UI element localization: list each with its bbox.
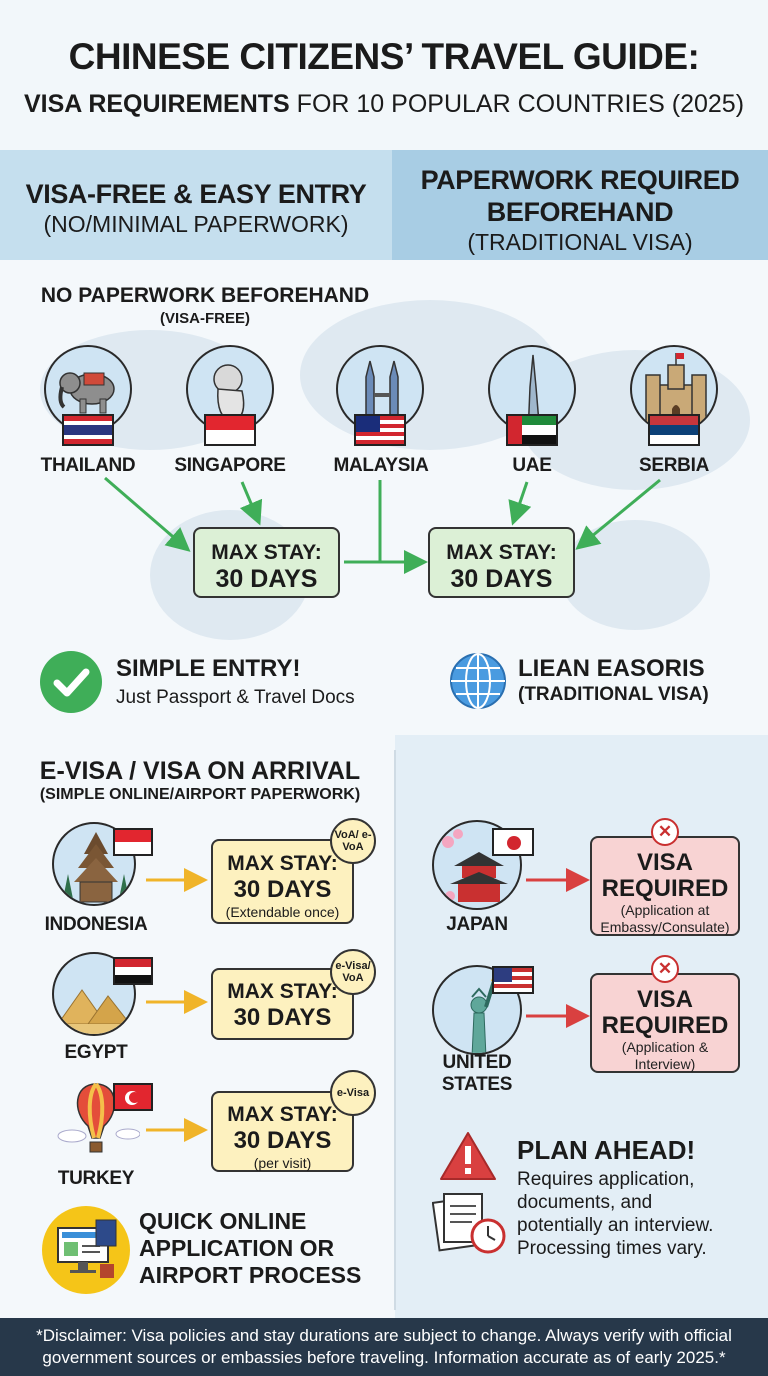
quick-line-3: AIRPORT PROCESS — [139, 1262, 362, 1288]
indonesia-flag-icon — [113, 828, 153, 856]
simple-entry-sub: Just Passport & Travel Docs — [116, 687, 355, 708]
visa-type-badge: e-Visa — [330, 1070, 376, 1116]
globe-sub: (TRADITIONAL VISA) — [518, 684, 709, 705]
malaysia-flag-icon — [354, 414, 406, 446]
country-egypt: EGYPT — [64, 1042, 128, 1063]
turkey-flag-icon — [113, 1083, 153, 1111]
visa-type-badge: e-Visa/ VoA — [330, 949, 376, 995]
max-stay-box-turkey: MAX STAY: 30 DAYS (per visit) — [211, 1091, 354, 1172]
visa-note-2: Embassy/Consulate) — [600, 919, 730, 935]
max-stay-label: MAX STAY: — [227, 1103, 338, 1126]
check-icon — [40, 651, 102, 713]
turkey-balloon-icon — [56, 1080, 141, 1164]
visa-label: VISA — [636, 849, 693, 876]
disclaimer-footer: *Disclaimer: Visa policies and stay dura… — [0, 1318, 768, 1376]
column-sub-left: (NO/MINIMAL PAPERWORK) — [43, 211, 349, 237]
plan-line: Processing times vary. — [517, 1238, 707, 1259]
japan-flag-icon — [492, 828, 534, 856]
simple-entry-title: SIMPLE ENTRY! — [116, 655, 301, 682]
max-stay-box-right: MAX STAY: 30 DAYS — [428, 527, 575, 598]
column-title-left: VISA-FREE & EASY ENTRY — [25, 179, 367, 209]
max-stay-days: 30 DAYS — [233, 1127, 332, 1154]
country-thailand: THAILAND — [40, 455, 136, 476]
max-stay-label: MAX STAY: — [446, 541, 557, 564]
header: CHINESE CITIZENS’ TRAVEL GUIDE: VISA REQ… — [0, 0, 768, 150]
visa-note-1: (Application & — [621, 1039, 709, 1055]
max-stay-box-left: MAX STAY: 30 DAYS — [193, 527, 340, 598]
country-uae: UAE — [512, 455, 552, 476]
country-malaysia: MALAYSIA — [333, 455, 429, 476]
column-title-right-2: BEFOREHAND — [486, 197, 674, 227]
usa-flag-icon — [492, 966, 534, 994]
page-subtitle: VISA REQUIREMENTS FOR 10 POPULAR COUNTRI… — [0, 90, 768, 119]
disclaimer-line-2: government sources or embassies before t… — [42, 1348, 726, 1367]
page-title: CHINESE CITIZENS’ TRAVEL GUIDE: — [68, 36, 700, 77]
column-header-traditional: PAPERWORK REQUIRED BEFOREHAND (TRADITION… — [392, 150, 768, 260]
warning-icon — [438, 1130, 498, 1182]
serbia-flag-icon — [648, 414, 700, 446]
country-turkey: TURKEY — [57, 1168, 135, 1189]
max-stay-days: 30 DAYS — [215, 565, 318, 593]
country-japan: JAPAN — [446, 914, 508, 935]
max-stay-box-indonesia: MAX STAY: 30 DAYS (Extendable once) — [211, 839, 354, 924]
subtitle-bold: VISA REQUIREMENTS — [23, 90, 290, 118]
close-icon: ✕ — [651, 955, 679, 983]
visa-free-arrows — [104, 476, 661, 574]
plan-line: documents, and — [517, 1192, 653, 1213]
max-stay-note: (per visit) — [253, 1155, 312, 1171]
japan-pagoda-icon — [432, 820, 522, 910]
visa-type-badge: VoA/ e-VoA — [330, 818, 376, 864]
country-united-states: UNITED STATES — [441, 1052, 513, 1095]
singapore-flag-icon — [204, 414, 256, 446]
quick-line-2: APPLICATION OR — [139, 1235, 335, 1261]
max-stay-label: MAX STAY: — [227, 980, 338, 1003]
max-stay-days: 30 DAYS — [450, 565, 553, 593]
visa-required-box-usa: VISA REQUIRED (Application & Interview) — [590, 973, 740, 1073]
globe-title: LIEAN EASORIS — [518, 655, 705, 682]
quick-line-1: QUICK ONLINE — [139, 1208, 307, 1234]
evisa-arrows — [146, 868, 208, 1142]
plan-ahead-text: Requires application, documents, and pot… — [517, 1168, 713, 1260]
visa-label: VISA — [636, 986, 693, 1013]
column-title-right-1: PAPERWORK REQUIRED — [420, 165, 740, 195]
plan-ahead-title: PLAN AHEAD! — [517, 1135, 696, 1165]
section-divider — [394, 750, 396, 1310]
quick-online-text: QUICK ONLINE APPLICATION OR AIRPORT PROC… — [139, 1208, 361, 1289]
close-icon: ✕ — [651, 818, 679, 846]
visa-note-1: (Application at — [620, 902, 710, 918]
traditional-arrows — [526, 868, 590, 1028]
required-label: REQUIRED — [601, 875, 729, 902]
uae-flag-icon — [506, 414, 558, 446]
egypt-flag-icon — [113, 957, 153, 985]
globe-icon — [448, 651, 508, 711]
visa-required-box-japan: VISA REQUIRED (Application at Embassy/Co… — [590, 836, 740, 936]
section-heading-evisa: E-VISA / VISA ON ARRIVAL — [39, 757, 361, 785]
required-label: REQUIRED — [601, 1012, 729, 1039]
column-sub-right: (TRADITIONAL VISA) — [467, 229, 693, 255]
section-subheading-evisa: (SIMPLE ONLINE/AIRPORT PAPERWORK) — [39, 786, 361, 803]
malaysia-towers-icon — [336, 345, 424, 433]
max-stay-note: (Extendable once) — [225, 904, 340, 920]
section-subheading-visa-free: (VISA-FREE) — [160, 310, 250, 327]
max-stay-days: 30 DAYS — [233, 876, 332, 903]
country-serbia: SERBIA — [639, 455, 709, 476]
subtitle-rest: FOR 10 POPULAR COUNTRIES (2025) — [289, 90, 745, 118]
max-stay-box-egypt: MAX STAY: 30 DAYS — [211, 968, 354, 1040]
section-heading-visa-free: NO PAPERWORK BEFOREHAND — [40, 284, 370, 307]
plan-line: Requires application, — [517, 1169, 695, 1190]
column-header-visa-free: VISA-FREE & EASY ENTRY (NO/MINIMAL PAPER… — [0, 150, 392, 260]
documents-clock-icon — [431, 1186, 512, 1258]
visa-note-2: Interview) — [634, 1056, 696, 1072]
max-stay-label: MAX STAY: — [211, 541, 322, 564]
country-singapore: SINGAPORE — [174, 455, 286, 476]
plan-line: potentially an interview. — [517, 1215, 714, 1236]
online-application-icon — [42, 1206, 130, 1294]
country-indonesia: INDONESIA — [44, 914, 148, 935]
max-stay-days: 30 DAYS — [233, 1004, 332, 1031]
disclaimer-line-1: *Disclaimer: Visa policies and stay dura… — [36, 1326, 732, 1345]
thailand-flag-icon — [62, 414, 114, 446]
max-stay-label: MAX STAY: — [227, 852, 338, 875]
